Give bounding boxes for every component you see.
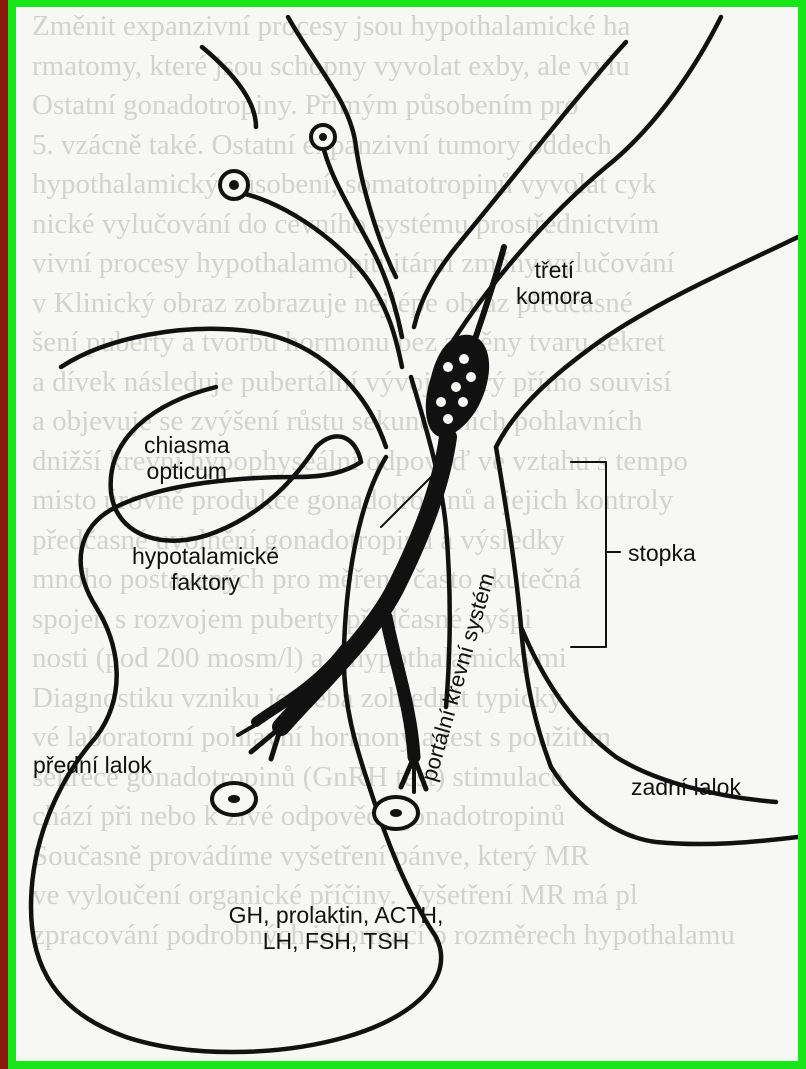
label-chiasma-line1: chiasma: [144, 432, 230, 458]
portal-veins: [238, 247, 504, 792]
plexus-gap: [466, 372, 476, 382]
neuron-cell-1-nucleus: [319, 133, 327, 141]
portal-capillary-plexus: [426, 335, 489, 437]
anterior-cell-2-nucleus: [390, 809, 402, 817]
label-treti-komora: třetí komora: [516, 257, 593, 309]
portal-vein-branch-mid: [386, 617, 414, 757]
portal-vein-upper: [474, 247, 504, 342]
label-hypotalamicke-faktory: hypotalamické faktory: [132, 543, 279, 595]
label-stopka: stopka: [628, 540, 696, 566]
label-hypotalamicke-line1: hypotalamické: [132, 543, 279, 569]
label-treti-komora-line1: třetí: [516, 257, 593, 283]
label-hormones-line1: GH, prolaktin, ACTH,: [186, 902, 486, 928]
label-hypotalamicke-line2: faktory: [132, 569, 279, 595]
plexus-gap: [436, 397, 446, 407]
plexus-gap: [459, 354, 469, 364]
plexus-gap: [443, 362, 453, 372]
anterior-lobe-cells: [212, 783, 418, 829]
hypothalamus-floor: [61, 329, 386, 447]
plexus-gap: [443, 414, 453, 424]
neuron-cells: [220, 125, 335, 199]
label-hormones: GH, prolaktin, ACTH, LH, FSH, TSH: [186, 902, 486, 954]
anterior-cell-1-nucleus: [228, 795, 240, 803]
hypothalamus-outline-left: [202, 47, 256, 127]
label-chiasma-opticum: chiasma opticum: [144, 432, 230, 484]
scanned-page: Změnit expanzivní procesy jsou hypothala…: [16, 7, 798, 1061]
plexus-gap: [458, 397, 468, 407]
portal-vein-fine-3: [238, 720, 264, 735]
neuron-axon-lower: [234, 192, 402, 367]
label-zadni-lalok: zadní lalok: [631, 774, 741, 800]
image-frame: Změnit expanzivní procesy jsou hypothala…: [8, 0, 806, 1069]
label-predni-lalok: přední lalok: [33, 752, 152, 778]
label-chiasma-line2: opticum: [144, 458, 230, 484]
plexus-gap: [451, 382, 461, 392]
hypothalamus-outline-upper: [288, 17, 396, 277]
label-hormones-line2: LH, FSH, TSH: [186, 928, 486, 954]
stopka-bracket: [571, 462, 606, 647]
pituitary-stalk-right: [496, 447, 551, 767]
label-treti-komora-line2: komora: [516, 283, 593, 309]
neuron-cell-2-nucleus: [229, 180, 239, 190]
